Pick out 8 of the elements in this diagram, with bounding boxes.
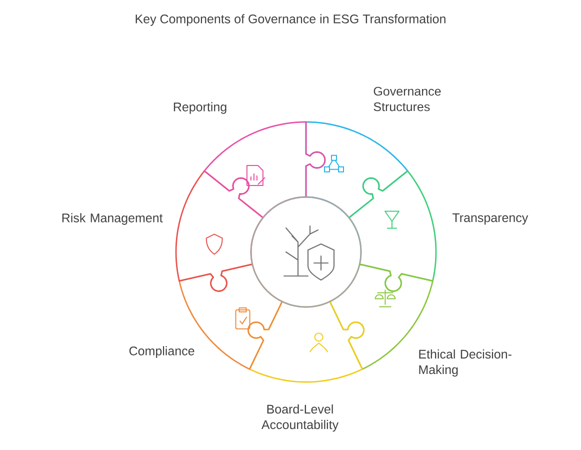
title: Key Components of Governance in ESG Transformation xyxy=(136,14,446,26)
segment-label: Governance Structures xyxy=(374,86,441,112)
segment-label: Board-Level Accountability xyxy=(261,404,339,432)
segment-label: Ethical Decision-Making xyxy=(419,349,512,377)
segment-label: Compliance xyxy=(129,346,194,358)
segment-label: Transparency xyxy=(452,213,528,225)
segment-label: Reporting xyxy=(174,102,226,114)
segment-label: Risk Management xyxy=(62,213,163,225)
